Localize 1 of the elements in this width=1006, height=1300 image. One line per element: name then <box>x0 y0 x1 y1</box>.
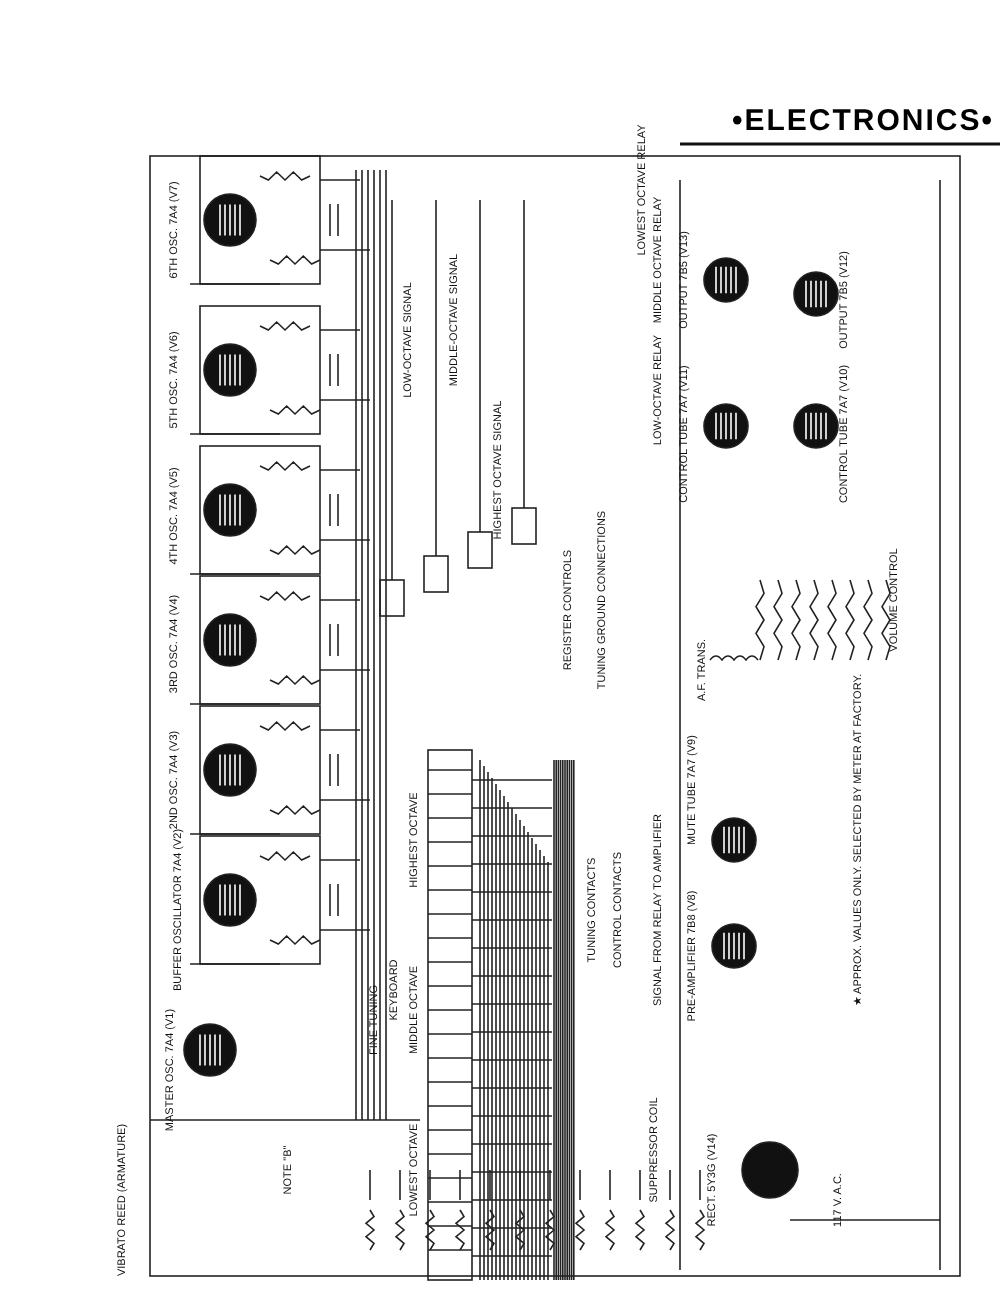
section-heading: •ELECTRONICS• <box>731 104 994 138</box>
